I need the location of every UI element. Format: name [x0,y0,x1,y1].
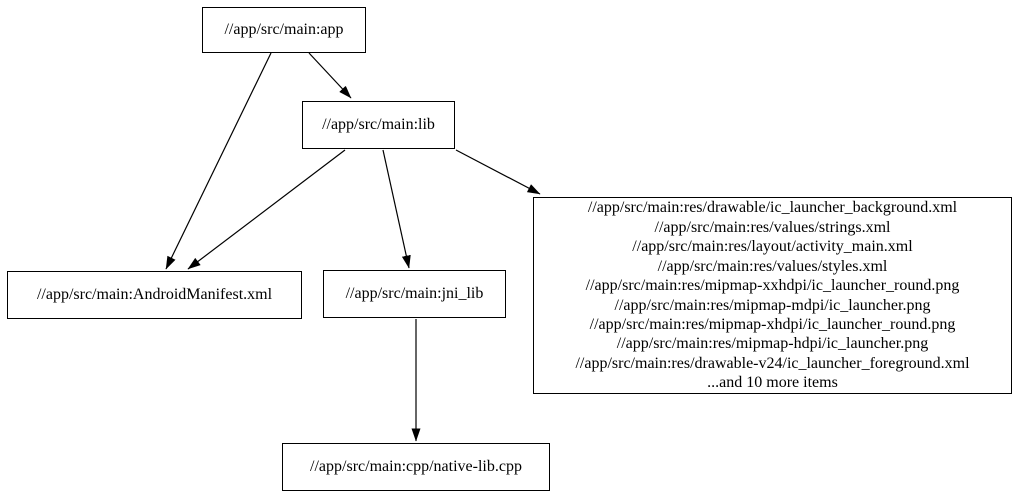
res-file-item: //app/src/main:res/drawable-v24/ic_launc… [575,354,970,372]
res-file-item: //app/src/main:res/values/styles.xml [657,257,888,275]
edge-app-to-lib [308,52,352,99]
edge-lib-to-jni-lib [382,149,411,269]
graph-node-android-manifest: //app/src/main:AndroidManifest.xml [7,271,302,319]
graph-node-native-lib-cpp-label: //app/src/main:cpp/native-lib.cpp [310,458,522,475]
res-file-item: //app/src/main:res/layout/activity_main.… [632,238,913,256]
graph-node-jni-lib-label: //app/src/main:jni_lib [345,285,484,302]
graph-node-app: //app/src/main:app [202,7,366,53]
edge-app-to-manifest [165,52,272,270]
graph-node-res-file-group: //app/src/main:res/drawable/ic_launcher_… [533,197,1012,394]
graph-node-android-manifest-label: //app/src/main:AndroidManifest.xml [36,286,273,303]
edge-lib-to-manifest [187,149,346,270]
res-file-item: //app/src/main:res/values/strings.xml [654,218,891,236]
graph-node-lib: //app/src/main:lib [302,101,455,149]
graph-node-jni-lib: //app/src/main:jni_lib [323,270,506,318]
res-file-item: //app/src/main:res/mipmap-xxhdpi/ic_laun… [585,277,960,295]
graph-node-native-lib-cpp: //app/src/main:cpp/native-lib.cpp [282,443,550,491]
edge-lib-to-res [455,149,541,195]
graph-node-lib-label: //app/src/main:lib [322,116,435,133]
res-file-item: //app/src/main:res/mipmap-mdpi/ic_launch… [614,296,931,314]
res-file-item: //app/src/main:res/mipmap-hdpi/ic_launch… [616,335,929,353]
graph-node-app-label: //app/src/main:app [224,21,344,38]
res-more-items-note: ...and 10 more items [707,374,838,392]
res-file-item: //app/src/main:res/mipmap-xhdpi/ic_launc… [589,315,956,333]
res-file-item: //app/src/main:res/drawable/ic_launcher_… [587,199,958,217]
